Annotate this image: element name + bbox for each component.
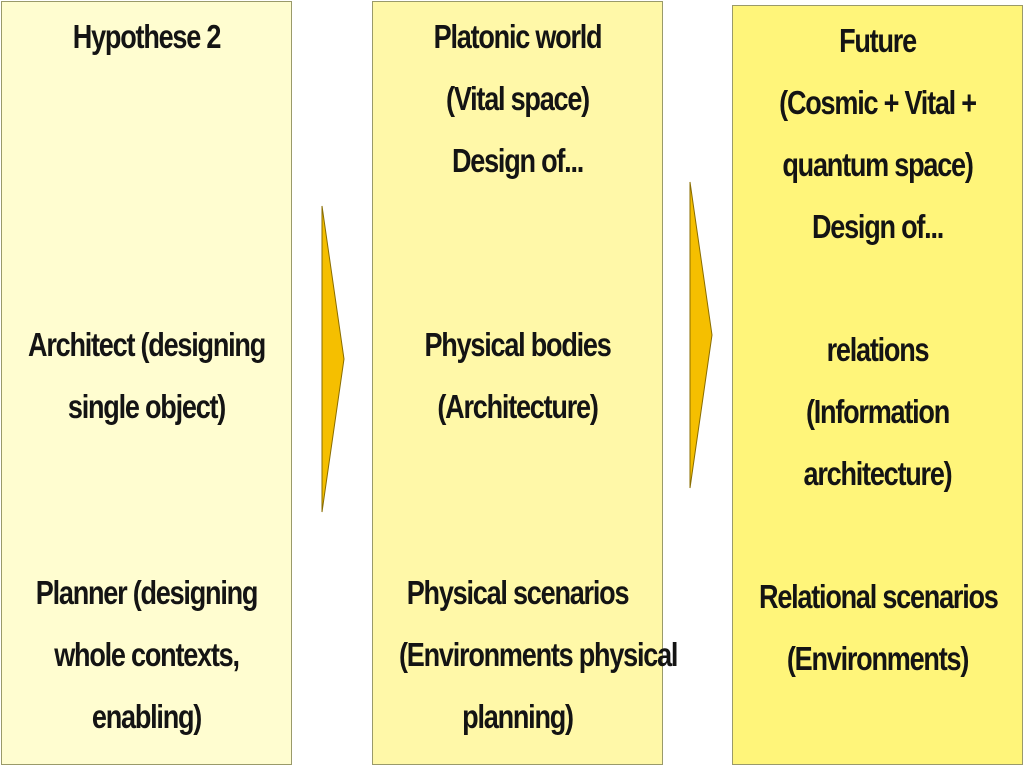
column-bottom-line: planning): [462, 698, 574, 735]
column-heading-line: Future: [839, 22, 917, 59]
column-heading-line: Design of...: [811, 208, 944, 245]
column-heading-line: (Vital space): [446, 80, 590, 117]
column-bottom-line: Physical scenarios: [406, 574, 630, 611]
column-heading-line: Platonic world: [433, 18, 603, 55]
column-bottom-line: (Environments): [786, 640, 969, 677]
column-middle-line: relations: [826, 331, 930, 368]
column-bottom-line: Relational scenarios: [759, 578, 999, 615]
column-middle-line: architecture): [803, 455, 953, 492]
column-middle-line: Physical bodies: [424, 326, 611, 363]
column-platonic-world: Platonic world (Vital space) Design of..…: [372, 1, 678, 765]
column-middle-line: single object): [67, 388, 226, 425]
arrow-shape: [321, 205, 345, 513]
column-future: Future (Cosmic + Vital + quantum space) …: [732, 5, 1023, 765]
column-bottom-line: (Environments physical: [399, 636, 678, 673]
column-middle-line: (Information: [805, 393, 950, 430]
arrow-shape: [689, 181, 713, 489]
column-bottom-line: Planner (designing: [35, 574, 259, 611]
column-hypothese: Hypothese 2 Architect (designing single …: [1, 1, 292, 765]
column-middle-line: (Architecture): [437, 388, 598, 425]
column-heading-line: Design of...: [451, 142, 584, 179]
column-heading-line: (Cosmic + Vital +: [779, 84, 977, 121]
column-bottom-line: whole contexts,: [54, 636, 240, 673]
column-heading-line: Hypothese 2: [72, 18, 222, 55]
chevron-arrow-1: [321, 205, 345, 513]
chevron-arrow-2: [689, 181, 713, 489]
column-heading-line: quantum space): [782, 146, 974, 183]
column-middle-line: Architect (designing: [28, 326, 266, 363]
column-bottom-line: enabling): [91, 698, 202, 735]
